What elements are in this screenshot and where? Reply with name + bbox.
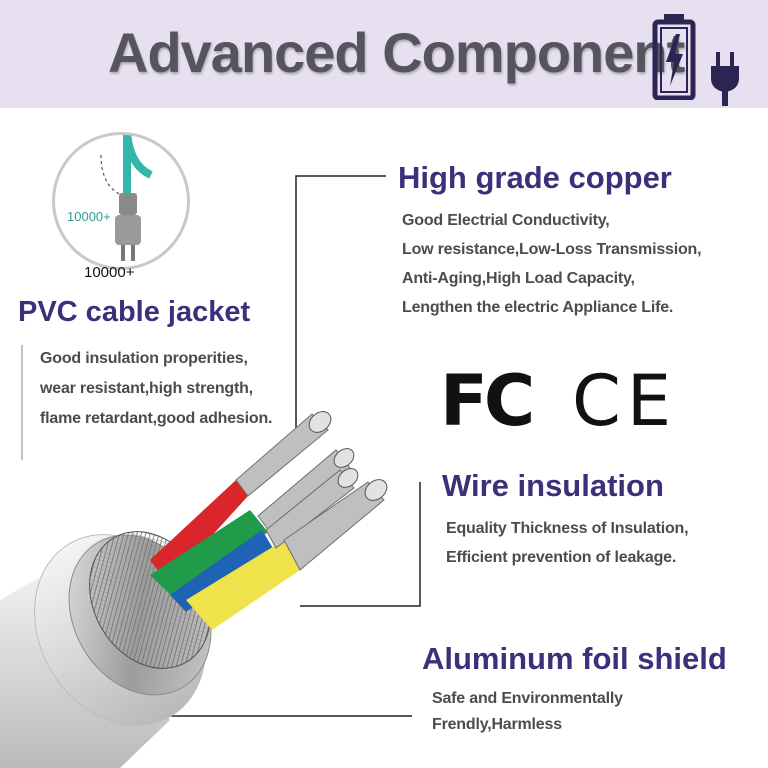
pvc-jacket-line: Good insulation properities, (40, 350, 248, 367)
cable-cross-section-illustration (0, 411, 388, 768)
red-wire (150, 480, 248, 584)
copper-line: Lengthen the electric Appliance Life. (402, 299, 674, 316)
pvc-jacket-description: Good insulation properities, wear resist… (40, 344, 272, 434)
blue-wire (170, 530, 274, 612)
foil-shield-line: Safe and Environmentally (432, 690, 623, 707)
copper-description: Good Electrial Conductivity, Low resista… (402, 206, 702, 322)
copper-callout-line (295, 175, 386, 430)
fcc-logo: FC (440, 360, 535, 442)
header-banner: Advanced Component (0, 0, 768, 108)
wire-insulation-callout-line (300, 482, 421, 607)
bend-test-badge: 10000+ (52, 132, 190, 270)
bend-cable-icon (100, 135, 153, 261)
ce-logo: CE (572, 360, 678, 442)
power-plug-icon (711, 52, 739, 106)
copper-line: Low resistance,Low-Loss Transmission, (402, 241, 702, 258)
foil-shield-heading: Aluminum foil shield (422, 641, 727, 676)
copper-line: Good Electrial Conductivity, (402, 212, 610, 229)
copper-heading: High grade copper (398, 160, 672, 195)
pvc-jacket-heading: PVC cable jacket (18, 296, 251, 328)
copper-strands (235, 413, 385, 571)
wire-insulation-line: Equality Thickness of Insulation, (446, 520, 689, 537)
bend-test-badge-label: 10000+ (67, 209, 111, 224)
foil-shield-line: Frendly,Harmless (432, 716, 562, 733)
wire-insulation-description: Equality Thickness of Insulation, Effici… (446, 514, 689, 572)
pvc-jacket-line: wear resistant,high strength, (40, 380, 253, 397)
wire-insulation-line: Efficient prevention of leakage. (446, 549, 677, 566)
foil-shield-description: Safe and Environmentally Frendly,Harmles… (432, 686, 623, 738)
bend-test-caption: 10000+ (84, 264, 135, 281)
pvc-jacket-line: flame retardant,good adhesion. (40, 410, 273, 427)
copper-line: Anti-Aging,High Load Capacity, (402, 270, 635, 287)
wire-insulation-heading: Wire insulation (442, 468, 664, 503)
page-title: Advanced Component (108, 21, 685, 84)
strand-ends (308, 411, 388, 501)
green-wire (150, 510, 268, 600)
yellow-wire (186, 540, 300, 630)
battery-charging-icon (652, 14, 696, 100)
